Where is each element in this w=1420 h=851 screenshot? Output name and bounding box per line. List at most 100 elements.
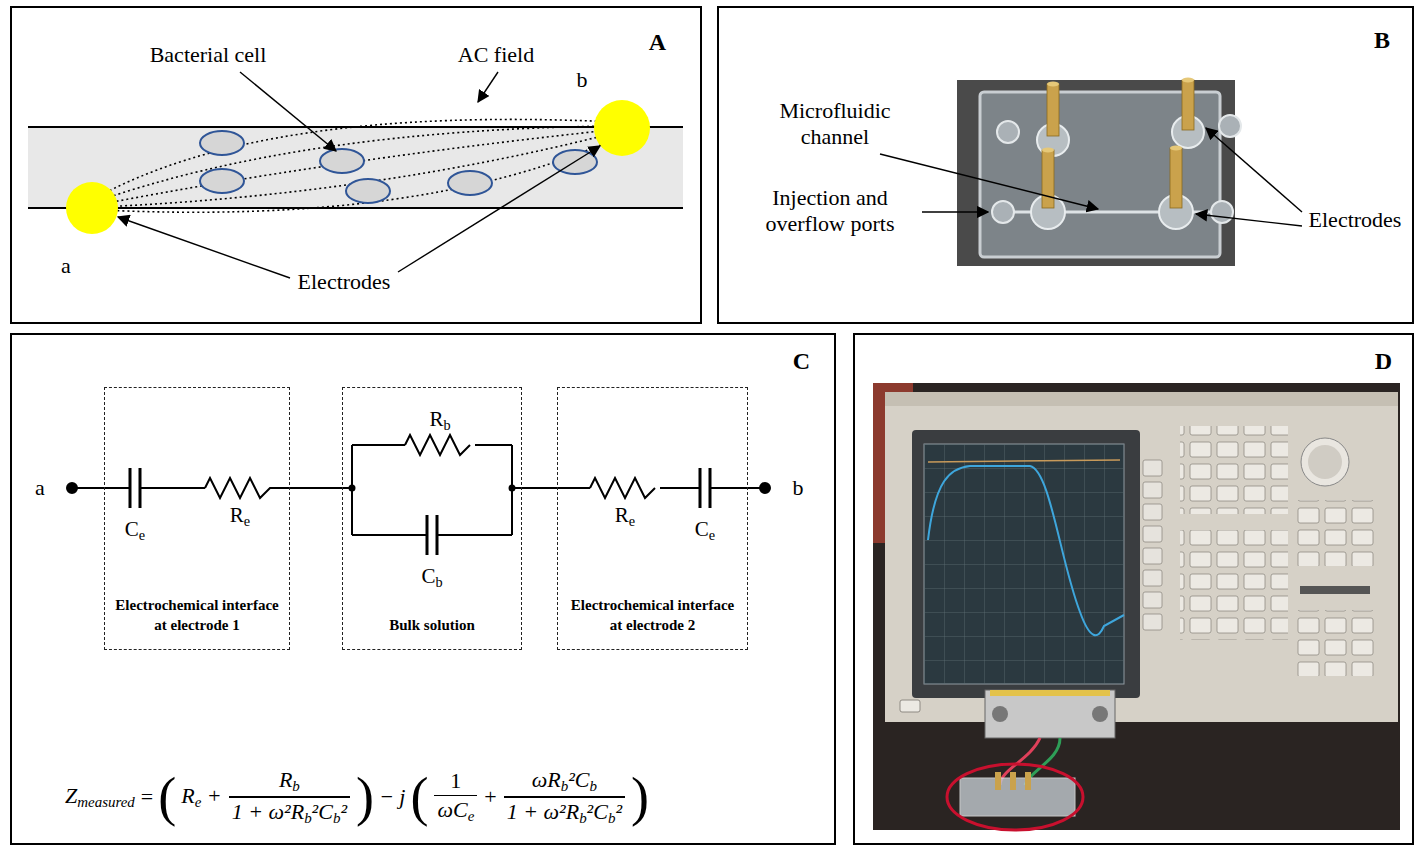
equation-term: 1 + ω²Rb²Cb² — [507, 799, 622, 827]
instrument-photo — [1092, 706, 1108, 722]
equation-term: + — [484, 784, 496, 809]
component-label: Cb — [402, 564, 462, 591]
panel-letter: C — [12, 335, 834, 373]
instrument-photo — [1301, 438, 1349, 486]
callout-label: a — [20, 475, 60, 501]
figure-panel: B — [717, 6, 1414, 324]
port-hole — [1211, 201, 1233, 223]
field-line — [95, 126, 612, 202]
text-run: 1 + ω²R — [232, 799, 304, 824]
resistor-symbol — [590, 478, 655, 498]
instrument-photo — [985, 690, 1115, 738]
leader-arrow — [478, 72, 498, 102]
text-run: ( — [410, 767, 428, 827]
leader-arrow — [118, 72, 600, 278]
label-holder: b — [778, 488, 818, 514]
field-line — [92, 119, 615, 212]
fraction: Rb1 + ω²Rb²Cb² — [229, 767, 350, 827]
text-run: C — [421, 564, 435, 588]
label-holder: Injection and overflow ports — [740, 211, 920, 264]
equation-term: Rb — [279, 767, 300, 795]
leader-arrow — [118, 217, 290, 278]
text-run: b — [561, 778, 568, 794]
text-run: b — [292, 778, 299, 794]
text-run: ² — [615, 799, 622, 824]
text-run: b — [589, 778, 596, 794]
text-run: ) — [631, 767, 649, 827]
figure-panel: D — [853, 333, 1414, 845]
panel-letter: A — [12, 8, 700, 54]
text-run: + — [484, 784, 496, 809]
component-label: Re — [210, 503, 270, 530]
chip-photo — [880, 78, 1302, 267]
text-run: Z — [65, 783, 77, 808]
port-hole — [997, 121, 1019, 143]
panel-letter: B — [719, 8, 1412, 52]
leader-arrow — [922, 211, 988, 212]
instrument-photo — [1308, 445, 1342, 479]
text-run: e — [195, 794, 202, 810]
text-run: ²C — [587, 799, 608, 824]
impedance-equation: Zmeasured=(Re +Rb1 + ω²Rb²Cb²)− j(1ωCe+ω… — [62, 745, 651, 849]
instrument-photo — [1010, 772, 1016, 790]
leader-arrow — [1196, 214, 1302, 226]
label-holder: a — [46, 266, 86, 292]
bacterial-cell — [200, 169, 244, 193]
text-run: C — [125, 517, 139, 541]
bacterial-cell — [320, 149, 364, 173]
section-caption: Electrochemical interface at electrode 1 — [111, 596, 283, 635]
instrument-photo — [990, 690, 1110, 696]
equation-term: ωCe — [437, 797, 474, 825]
section-caption: Electrochemical interface at electrode 2 — [564, 596, 741, 635]
equation-term: ) — [356, 766, 374, 828]
label-holder: a — [20, 488, 60, 514]
gold-pin — [1042, 150, 1054, 208]
instrument-photo — [947, 764, 1083, 830]
text-run: ² — [340, 799, 347, 824]
text-run: R — [429, 407, 443, 431]
text-run: ( — [158, 767, 176, 827]
gold-pin — [1170, 148, 1182, 208]
component-label: Ce — [675, 517, 735, 544]
circuit-wire — [290, 487, 342, 489]
text-run: b — [579, 810, 586, 826]
callout-label: b — [562, 67, 602, 93]
label-holder: Re — [595, 517, 655, 544]
text-run: e — [629, 513, 635, 529]
callout-label: Microfluidic channel — [760, 98, 910, 151]
channel-illustration — [28, 72, 683, 278]
equation-term: − j — [379, 784, 405, 809]
fraction-bar — [504, 796, 625, 798]
text-run: e — [468, 808, 475, 824]
instrument-photo — [1180, 426, 1288, 514]
bacterial-cell — [200, 131, 244, 155]
text-run: ωC — [437, 797, 467, 822]
label-holder: b — [562, 80, 602, 106]
instrument-photo — [960, 778, 1075, 816]
resistor-symbol — [405, 435, 470, 455]
instrument-photo — [1295, 610, 1376, 676]
label-holder: Electrodes — [1299, 220, 1411, 246]
label-holder: Ce — [675, 531, 735, 558]
leader-arrow — [880, 128, 1302, 226]
label-holder: Rb — [410, 421, 470, 448]
instrument-photo — [885, 392, 1398, 722]
instrument-photo — [924, 444, 1124, 684]
callout-label: a — [46, 253, 86, 279]
text-run: + — [201, 783, 221, 808]
label-holder: AC field — [426, 55, 566, 81]
instrument-photo — [928, 466, 1124, 635]
fraction: 1ωCe — [434, 768, 477, 825]
pin-top — [1042, 148, 1054, 153]
callout-label: AC field — [426, 42, 566, 68]
instrument-photo — [900, 700, 920, 712]
text-run: ωR — [532, 767, 561, 792]
field-line — [102, 140, 612, 212]
callout-label: b — [778, 475, 818, 501]
fraction-bar — [229, 796, 350, 798]
terminal-dot — [760, 483, 770, 493]
instrument-photo — [1142, 458, 1164, 634]
callout-label: Injection and overflow ports — [740, 185, 920, 238]
channel-illustration — [28, 127, 683, 208]
instrument-photo — [924, 444, 1124, 684]
